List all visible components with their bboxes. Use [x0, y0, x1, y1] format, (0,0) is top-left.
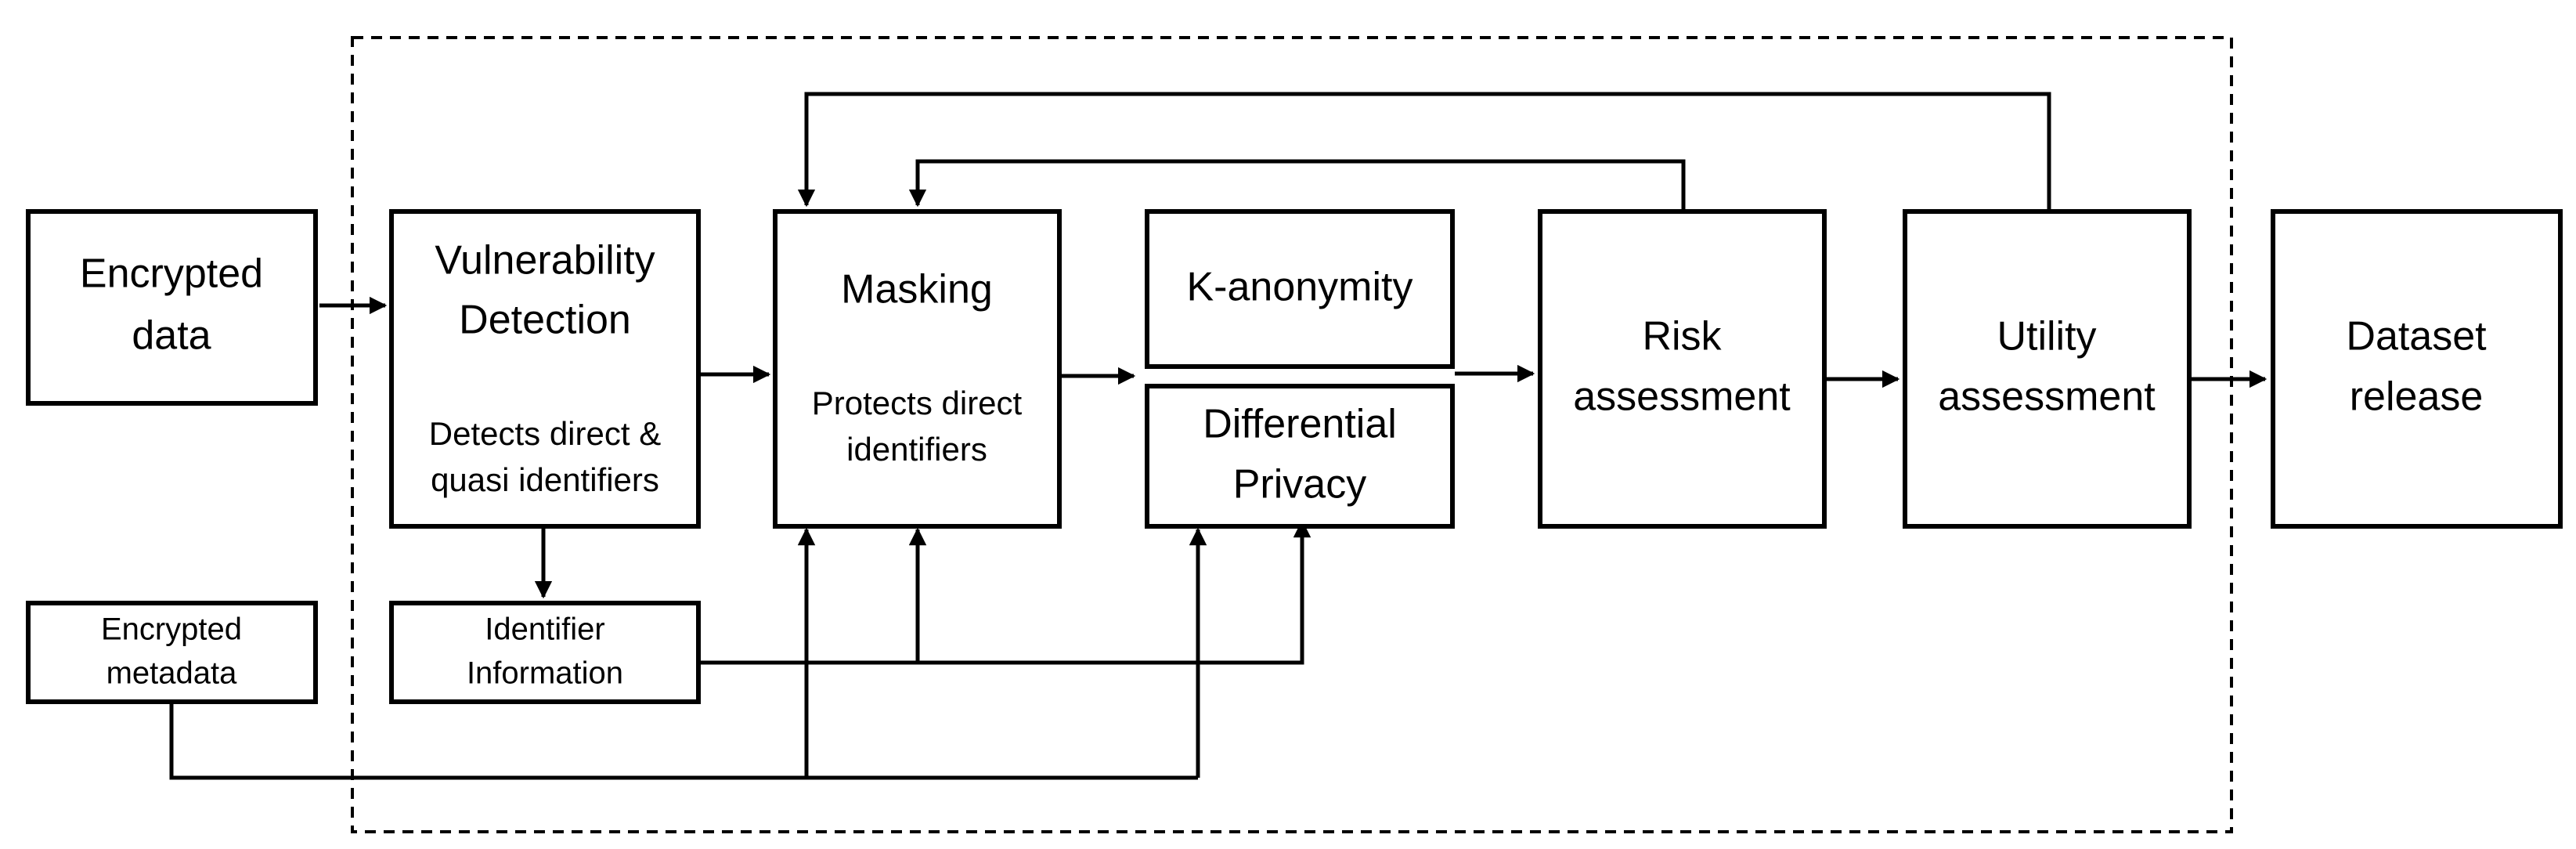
risk-assessment-node: Risk assessment [1538, 209, 1827, 529]
vulnerability-detection-title-line2: Detection [459, 298, 631, 343]
masking-title: Masking [841, 267, 993, 313]
vulnerability-detection-title-line1: Vulnerability [435, 238, 655, 284]
identifier-information-label-line2: Information [467, 656, 623, 691]
identifier-information-node: Identifier Information [389, 601, 701, 704]
differential-privacy-label-line1: Differential [1203, 402, 1397, 447]
utility-assessment-node: Utility assessment [1903, 209, 2192, 529]
metadata-bus-line [169, 702, 1198, 780]
identifier-information-label-line1: Identifier [485, 612, 604, 647]
encrypted-data-label-line2: data [132, 313, 211, 359]
masking-node: Masking Protects direct identifiers [773, 209, 1062, 529]
encrypted-metadata-label-line1: Encrypted [101, 612, 242, 647]
vulnerability-detection-description-line2: quasi identifiers [431, 461, 659, 498]
utility-assessment-label-line2: assessment [1938, 374, 2156, 420]
utility-feedback-arrow [797, 92, 2051, 211]
masking-description-line1: Protects direct [812, 385, 1023, 421]
encrypted-data-node: Encrypted data [26, 209, 318, 406]
risk-assessment-label-line2: assessment [1573, 374, 1791, 420]
vulnerability-detection-node: Vulnerability Detection Detects direct &… [389, 209, 701, 529]
dataset-release-node: Dataset release [2271, 209, 2563, 529]
masking-description-line2: identifiers [846, 431, 987, 468]
processing-boundary-frame [351, 36, 2233, 833]
utility-assessment-label-line1: Utility [1997, 314, 2096, 359]
risk-feedback-arrow [908, 159, 1686, 211]
risk-assessment-label-line1: Risk [1642, 314, 1722, 359]
encrypted-data-label-line1: Encrypted [80, 251, 263, 297]
encrypted-metadata-node: Encrypted metadata [26, 601, 318, 704]
encrypted-metadata-label-line2: metadata [106, 656, 238, 691]
differential-privacy-label-line2: Privacy [1233, 462, 1366, 508]
identifier-info-bus-line [701, 529, 1304, 665]
vulnerability-detection-description-line1: Detects direct & [429, 415, 661, 452]
differential-privacy-node: Differential Privacy [1145, 384, 1455, 529]
k-anonymity-node: K-anonymity [1145, 209, 1455, 369]
dataset-release-label-line1: Dataset [2346, 314, 2487, 359]
dataset-release-label-line2: release [2350, 374, 2484, 420]
k-anonymity-label: K-anonymity [1187, 265, 1413, 310]
